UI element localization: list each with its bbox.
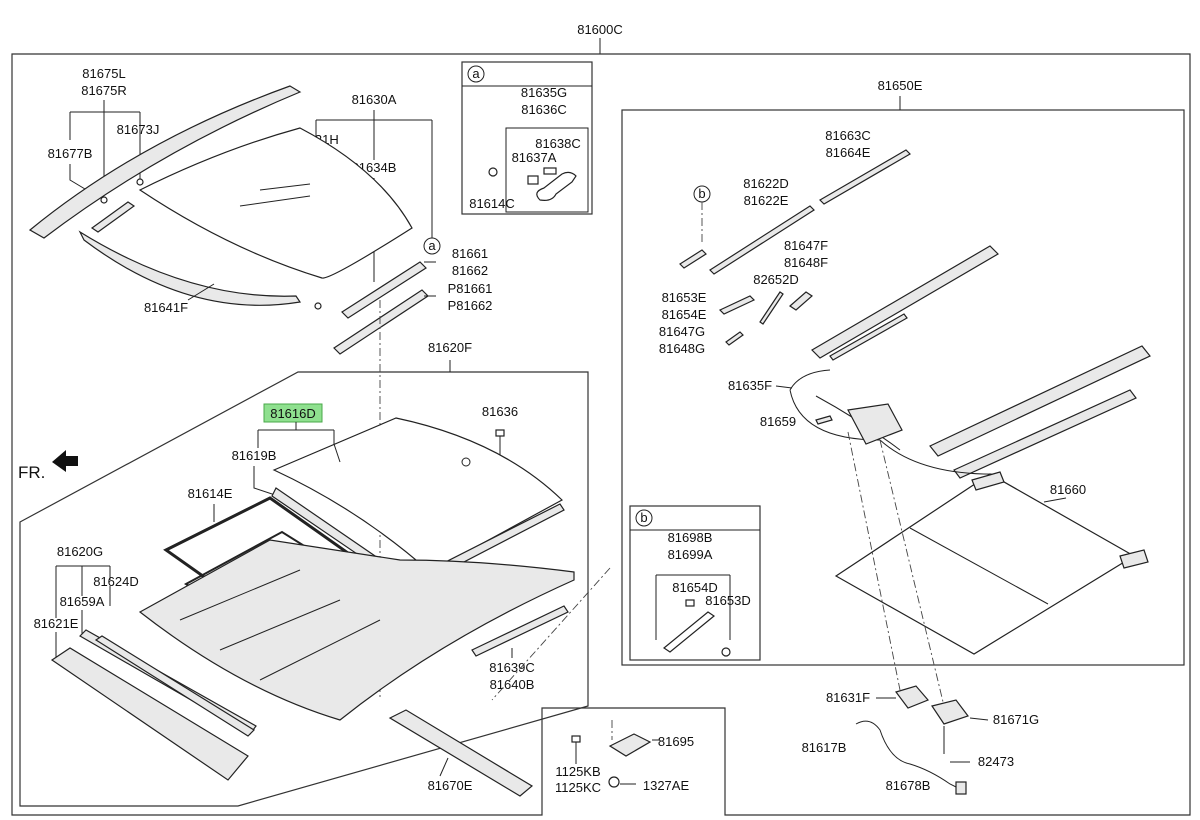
part-label-1125KB[interactable]: 1125KB: [555, 764, 600, 779]
part-label-81600C[interactable]: 81600C: [577, 22, 623, 37]
rear-trim-icon: [388, 709, 534, 797]
bolt-icon: [495, 429, 505, 456]
glass-panel-icon: [272, 417, 564, 573]
part-label-81695[interactable]: 81695: [658, 734, 694, 749]
sunroof-rail-frame-icon: [789, 245, 1151, 479]
roof-reinforcement-icon: [138, 539, 575, 721]
part-label-81617B[interactable]: 81617B: [802, 740, 847, 755]
part-label-81631F[interactable]: 81631F: [826, 690, 870, 705]
part-label-81614C[interactable]: 81614C: [469, 196, 515, 211]
part-label-81698B[interactable]: 81698B: [668, 530, 713, 545]
mount-bracket-icon: [608, 733, 652, 757]
part-label-81659A[interactable]: 81659A: [60, 594, 105, 609]
part-label-81653D[interactable]: 81653D: [705, 593, 751, 608]
part-label-81641F[interactable]: 81641F: [144, 300, 188, 315]
part-label-81647F[interactable]: 81647F: [784, 238, 828, 253]
callout-a-ref-label: a: [428, 238, 436, 253]
part-label-81675R[interactable]: 81675R: [81, 83, 127, 98]
part-label-81648F[interactable]: 81648F: [784, 255, 828, 270]
front-trim-icon: [471, 605, 569, 657]
callout-b-marker: [635, 509, 653, 527]
frame-81650E: [621, 109, 1185, 666]
part-label-81622D[interactable]: 81622D: [743, 176, 789, 191]
callout-b-ref-label: b: [698, 186, 705, 201]
drain-bracket-icon: [662, 599, 731, 657]
wind-deflector-rod-icon: [819, 149, 911, 205]
part-label-81675L[interactable]: 81675L: [82, 66, 125, 81]
part-label-81671G[interactable]: 81671G: [993, 712, 1039, 727]
part-label-81624D[interactable]: 81624D: [93, 574, 139, 589]
part-label-81635G[interactable]: 81635G: [521, 85, 567, 100]
part-label-81636C[interactable]: 81636C: [521, 102, 567, 117]
part-label-81677B[interactable]: 81677B: [48, 146, 93, 161]
part-label-81648G[interactable]: 81648G: [659, 341, 705, 356]
clip-icon: [815, 415, 833, 425]
part-label-81663C[interactable]: 81663C: [825, 128, 871, 143]
part-label-81678B[interactable]: 81678B: [886, 778, 931, 793]
part-label-81620G[interactable]: 81620G: [57, 544, 103, 559]
part-label-81673J[interactable]: 81673J: [117, 122, 160, 137]
part-label-81653E[interactable]: 81653E: [662, 290, 707, 305]
front-direction-label: FR.: [18, 463, 45, 482]
frame-81620F: [19, 371, 589, 807]
drain-hose-bracket-icon: [679, 205, 815, 275]
part-label-1327AE[interactable]: 1327AE: [643, 778, 690, 793]
roof-panel-icon: [138, 127, 413, 279]
roof-moulding-icon: [78, 201, 302, 306]
nut-icon: [608, 776, 620, 788]
part-label-1125KC[interactable]: 1125KC: [555, 780, 601, 795]
roof-seal-strip-icon: [314, 261, 429, 355]
bracket-icon: [488, 167, 577, 201]
part-label-81622E[interactable]: 81622E: [744, 193, 789, 208]
part-label-81650E[interactable]: 81650E: [878, 78, 923, 93]
outer-frame: [11, 53, 1191, 816]
part-label-81654E[interactable]: 81654E: [662, 307, 707, 322]
part-label-81636[interactable]: 81636: [482, 404, 518, 419]
front-arrow-icon: [52, 450, 78, 472]
callout-b-label: b: [640, 510, 647, 525]
part-label-81616D[interactable]: 81616D: [270, 406, 316, 421]
part-label-81637A[interactable]: 81637A: [512, 150, 557, 165]
part-label-81662[interactable]: 81662: [452, 263, 488, 278]
roof-rack-rail-icon: [28, 85, 302, 239]
part-label-P81661[interactable]: P81661: [448, 281, 493, 296]
part-label-81660[interactable]: 81660: [1050, 482, 1086, 497]
part-label-81640B[interactable]: 81640B: [490, 677, 535, 692]
callout-a-label: a: [472, 66, 480, 81]
part-label-82652D[interactable]: 82652D: [753, 272, 799, 287]
sunroof-motor-icon: [895, 685, 969, 725]
screw-icon: [571, 735, 581, 764]
small-clips-icon: [718, 291, 813, 346]
part-label-81635F[interactable]: 81635F: [728, 378, 772, 393]
part-label-81639C[interactable]: 81639C: [489, 660, 535, 675]
part-highlight-81616D: [263, 403, 323, 423]
sunshade-roller-blind-icon: [834, 471, 1149, 655]
wiring-harness-icon: [855, 720, 967, 795]
part-label-81638C[interactable]: 81638C: [535, 136, 581, 151]
part-label-81661[interactable]: 81661: [452, 246, 488, 261]
part-label-81630A[interactable]: 81630A: [352, 92, 397, 107]
part-label-P81662[interactable]: P81662: [448, 298, 493, 313]
part-label-81619B[interactable]: 81619B: [232, 448, 277, 463]
part-label-81647G[interactable]: 81647G: [659, 324, 705, 339]
part-label-81699A[interactable]: 81699A: [668, 547, 713, 562]
part-label-81620F[interactable]: 81620F: [428, 340, 472, 355]
detail-box-a: [461, 61, 593, 215]
part-label-81659[interactable]: 81659: [760, 414, 796, 429]
part-label-81664E[interactable]: 81664E: [826, 145, 871, 160]
roof-side-trim-icon: [50, 629, 257, 781]
callout-a-ref: [423, 237, 441, 255]
callout-a-marker: [467, 65, 485, 83]
detail-box-b: [629, 505, 761, 661]
part-label-81670E[interactable]: 81670E: [428, 778, 473, 793]
part-label-81614E[interactable]: 81614E: [188, 486, 233, 501]
part-label-81654D[interactable]: 81654D: [672, 580, 718, 595]
part-label-82473[interactable]: 82473: [978, 754, 1014, 769]
part-label-81621E[interactable]: 81621E: [34, 616, 79, 631]
